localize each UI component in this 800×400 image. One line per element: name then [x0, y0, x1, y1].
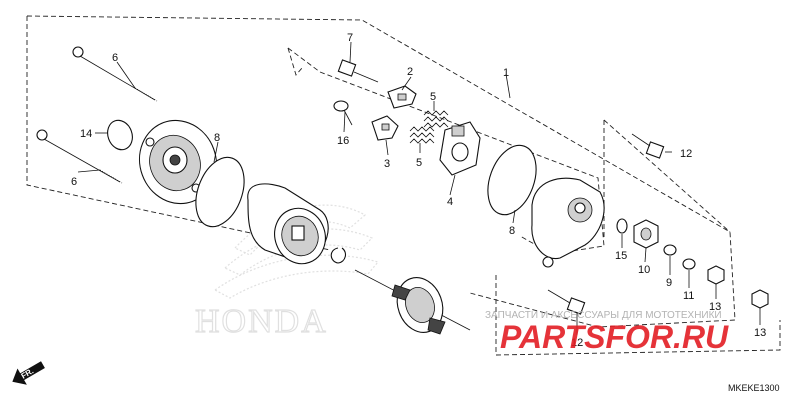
callout-14: 14 [80, 128, 92, 140]
callout-12-upper: 12 [680, 148, 692, 160]
callout-8-left: 8 [214, 132, 220, 144]
nut-10 [633, 219, 659, 249]
callout-5-lower: 5 [416, 157, 422, 169]
callout-6-lower: 6 [71, 176, 77, 188]
brush-holder-2 [387, 85, 417, 109]
callout-10: 10 [638, 264, 650, 276]
brush-3 [371, 115, 399, 141]
nut-13-lower [751, 289, 769, 309]
rear-cover-housing [531, 177, 605, 268]
nut-13-upper [707, 265, 725, 285]
callout-13-lower: 13 [754, 327, 766, 339]
bolt-12-upper [631, 133, 665, 159]
diagram-code: MKEKE1300 [728, 383, 780, 393]
watermark-subtitle: ЗАПЧАСТИ И АКСЕССУАРЫ ДЛЯ МОТОТЕХНИКИ [485, 310, 722, 321]
callout-5-upper: 5 [430, 91, 436, 103]
callout-15: 15 [615, 250, 627, 262]
o-ring-14 [107, 119, 133, 151]
screw-16 [333, 100, 353, 126]
terminal-bolt-7 [337, 59, 379, 83]
through-bolt-upper [72, 46, 158, 102]
spring-5-lower [409, 126, 435, 144]
brush-plate-4 [439, 121, 481, 176]
watermark-site: PARTSFOR.RU [500, 319, 729, 355]
washer-9 [663, 244, 677, 256]
callout-11: 11 [683, 290, 694, 302]
o-ring-8-left [195, 156, 245, 228]
washer-11 [682, 258, 696, 270]
front-direction-arrow: FR. [12, 361, 45, 385]
partsfor-watermark: ЗАПЧАСТИ И АКСЕССУАРЫ ДЛЯ МОТОТЕХНИКИ PA… [485, 310, 729, 355]
callout-12-lower: 12 [571, 337, 583, 349]
callout-13-upper: 13 [709, 301, 721, 313]
through-bolt-lower [36, 129, 123, 184]
washer-15 [616, 218, 628, 234]
callout-2: 2 [407, 66, 413, 78]
spring-5-upper [423, 110, 449, 128]
leader-lines [77, 41, 761, 335]
callout-16: 16 [337, 135, 349, 147]
callout-8-right: 8 [509, 225, 515, 237]
o-ring-8-right [487, 144, 537, 216]
callout-3: 3 [384, 158, 390, 170]
callout-6-upper: 6 [112, 52, 118, 64]
armature [354, 269, 471, 335]
callout-labels: 1 2 3 4 5 5 6 6 7 8 8 9 10 11 12 12 13 1… [71, 32, 766, 349]
bolt-12-lower [547, 289, 586, 315]
circlip [330, 247, 347, 264]
callout-4: 4 [447, 196, 453, 208]
honda-brand-watermark: HONDA [195, 303, 328, 340]
front-cover [138, 119, 218, 205]
honda-wing-watermark: HONDA [194, 204, 380, 341]
callout-1: 1 [503, 67, 509, 79]
motor-case-yoke [247, 183, 329, 265]
callout-7: 7 [347, 32, 353, 44]
callout-9: 9 [666, 277, 672, 289]
